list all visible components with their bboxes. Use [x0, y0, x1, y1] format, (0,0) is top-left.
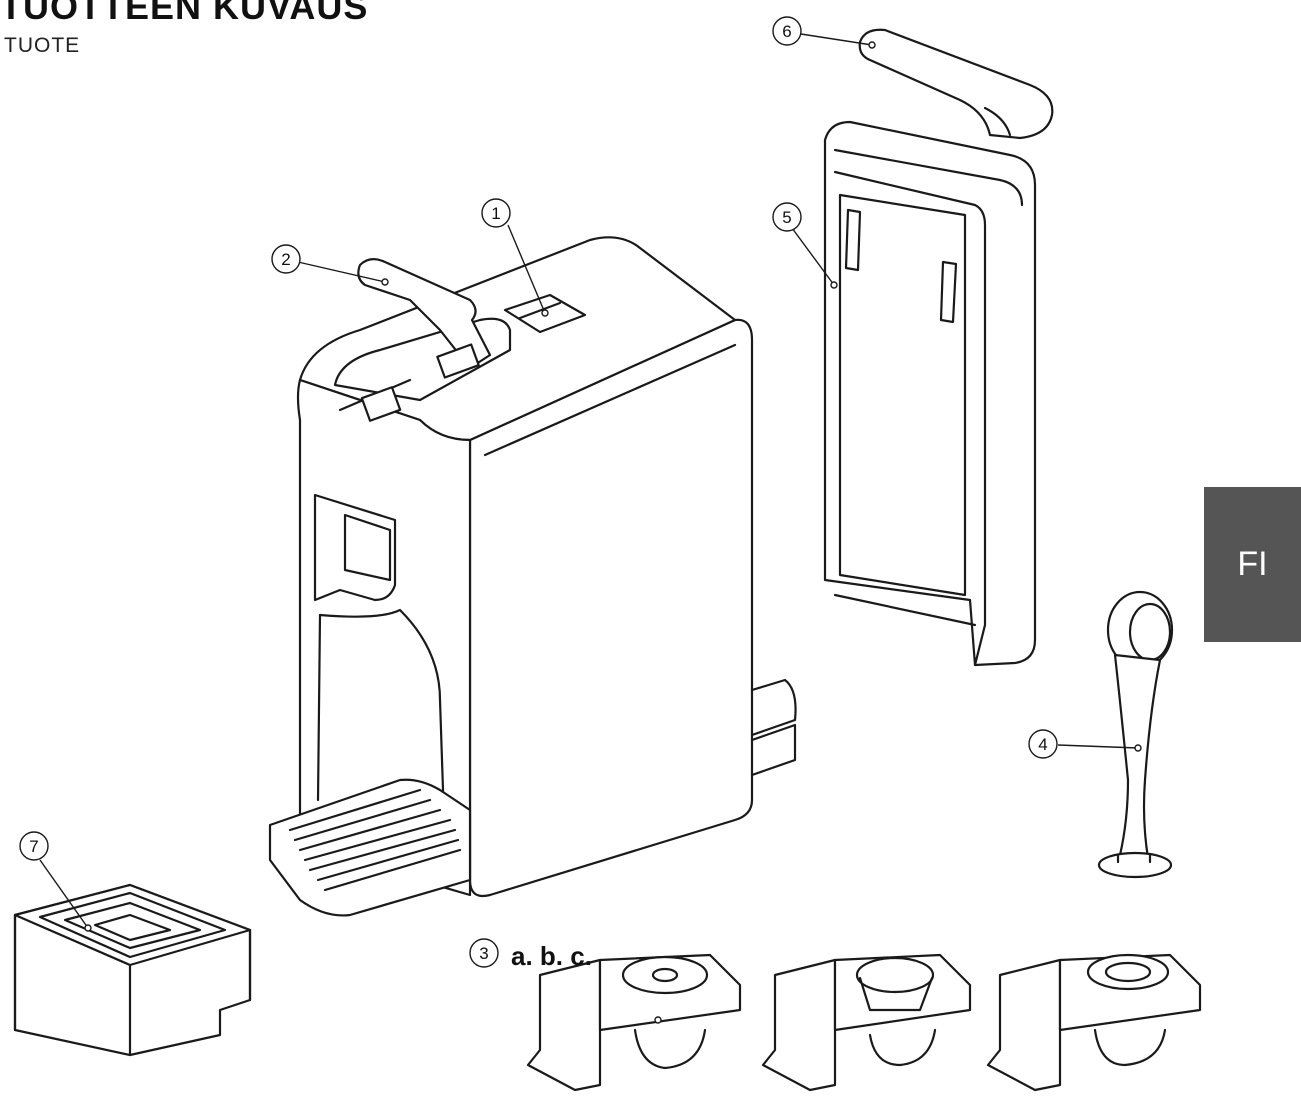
svg-text:6: 6 — [782, 22, 791, 41]
svg-text:5: 5 — [782, 208, 791, 227]
svg-text:2: 2 — [281, 250, 290, 269]
page-title: TUOTTEEN KUVAUS — [0, 0, 369, 27]
callout-4: 4 — [1028, 729, 1058, 759]
svg-text:4: 4 — [1038, 735, 1047, 754]
capsule-adapter-illustration — [526, 953, 1202, 1092]
callout-2: 2 — [271, 244, 301, 274]
coffee-machine-illustration — [268, 236, 797, 917]
callout-1: 1 — [481, 198, 511, 228]
part3-variants-label: a. b. c. — [511, 941, 592, 971]
svg-text:3: 3 — [479, 944, 488, 963]
callout-6: 6 — [772, 16, 802, 46]
callout-3: 3 — [469, 938, 499, 968]
language-tab-label: FI — [1237, 545, 1268, 583]
language-tab: FI — [1204, 487, 1301, 642]
svg-text:1: 1 — [491, 204, 500, 223]
drip-tray-illustration — [13, 883, 252, 1057]
tank-lid-illustration — [858, 28, 1054, 140]
tamper-illustration — [1097, 590, 1174, 879]
svg-text:7: 7 — [29, 837, 38, 856]
water-tank-illustration — [823, 120, 1037, 667]
callout-7: 7 — [19, 831, 49, 861]
callout-5: 5 — [772, 202, 802, 232]
page-subtitle: TUOTE — [4, 34, 81, 57]
